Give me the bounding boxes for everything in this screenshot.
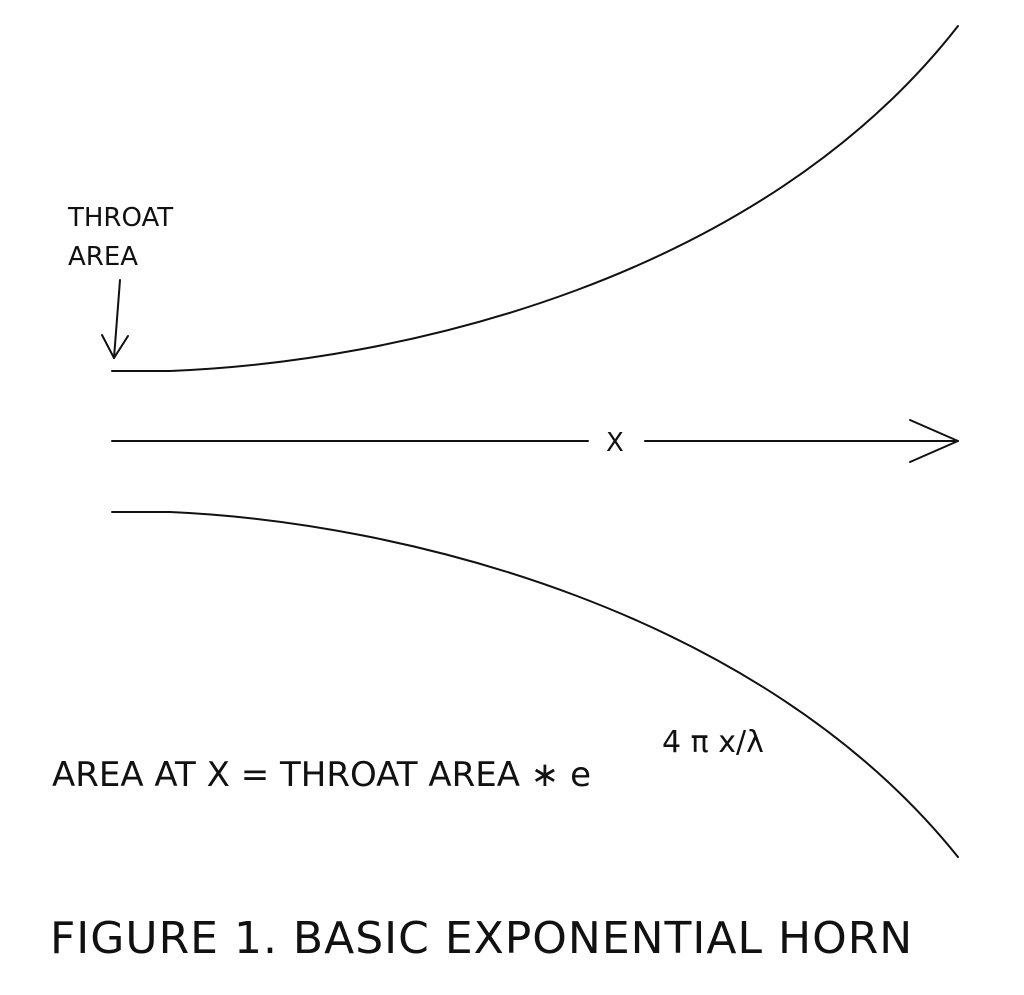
throat-label-line1: THROAT [67,203,173,233]
throat-label-line2: AREA [68,242,138,272]
x-axis-arrow [111,419,959,463]
horn-lower-curve [111,511,959,858]
horn-upper-curve [111,25,959,372]
throat-arrow [101,279,129,359]
area-formula: AREA AT X = THROAT AREA ∗ e [52,755,591,795]
figure-caption: FIGURE 1. BASIC EXPONENTIAL HORN [50,913,913,964]
area-formula-exponent: 4 π x/λ [662,725,764,760]
x-axis-label: X [606,428,624,458]
